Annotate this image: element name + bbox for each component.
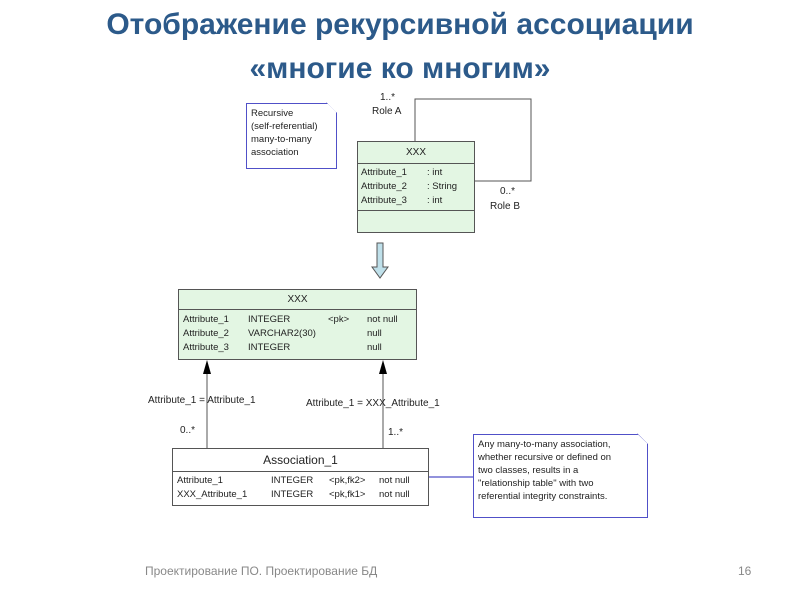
reference-right-multiplicity: 1..* [388,427,404,438]
reference-left-label: Attribute_1 = Attribute_1 [148,395,256,406]
role-b-label: Role B [490,201,521,212]
table-name: Association_1 [173,449,428,472]
recursive-association-line [414,98,532,182]
transform-arrow-icon [371,242,389,279]
arrowhead-left [203,360,211,374]
class-name: XXX [358,142,474,164]
note-line: referential integrity constraints. [478,491,608,502]
table-name: XXX [179,290,416,310]
note-recursive: Recursive (self-referential) many-to-man… [246,103,337,169]
note-line: Any many-to-many association, [478,439,611,450]
role-a-label: Role A [372,106,402,117]
reference-left-multiplicity: 0..* [180,425,196,436]
note-line: (self-referential) [251,121,318,132]
page-number: 16 [738,564,752,578]
role-a-multiplicity: 1..* [380,92,396,103]
note-line: many-to-many [251,134,312,145]
class-attribute: Attribute_3: int [361,195,443,206]
note-line: association [251,147,299,158]
reference-right-label: Attribute_1 = XXX_Attribute_1 [306,398,440,409]
role-b-multiplicity: 0..* [500,186,516,197]
note-line: "relationship table" with two [478,478,594,489]
note-line: two classes, results in a [478,465,579,476]
slide-title-line2: «многие ко многим» [249,52,551,85]
class-attribute: Attribute_2: String [361,181,458,192]
note-line: whether recursive or defined on [478,452,612,463]
arrowhead-right [379,360,387,374]
slide-title-line1: Отображение рекурсивной ассоциации [106,8,694,41]
note-relationship-table: Any many-to-many association, whether re… [473,434,648,518]
class-attribute: Attribute_1: int [361,167,443,178]
uml-class-xxx[interactable]: XXX Attribute_1: int Attribute_2: String… [357,141,475,233]
footer-text: Проектирование ПО. Проектирование БД [145,564,378,578]
note-line: Recursive [251,108,294,119]
